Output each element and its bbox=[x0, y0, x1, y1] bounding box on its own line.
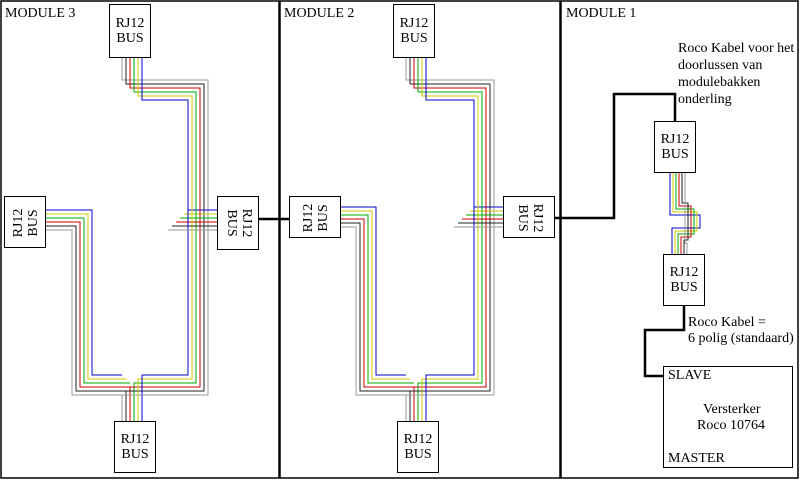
note-line: modulebakken bbox=[678, 75, 761, 90]
module-1-wire bbox=[678, 173, 692, 254]
note-line: Roco Kabel voor het bbox=[678, 41, 795, 56]
module-1-wire bbox=[672, 173, 698, 254]
module-2-wire-top bbox=[405, 58, 495, 421]
module-3-rj12-top: RJ12 BUS bbox=[109, 4, 151, 58]
module-2-wire-left bbox=[341, 214, 414, 384]
module-2-wire-top bbox=[421, 58, 479, 421]
amplifier-model: Roco 10764 bbox=[697, 418, 766, 433]
module-2-wire-left bbox=[341, 218, 418, 388]
bus-label: BUS bbox=[121, 447, 149, 462]
bus-label: BUS bbox=[116, 31, 144, 46]
module-2-wire-left bbox=[341, 210, 410, 380]
rj12-label: RJ12 bbox=[530, 203, 545, 233]
rj12-label: RJ12 bbox=[403, 432, 433, 447]
module-2-wire-top bbox=[417, 58, 483, 421]
module-2-wire-top bbox=[425, 58, 475, 421]
rj12-label: RJ12 bbox=[115, 16, 145, 31]
module-2-wire-left bbox=[341, 226, 426, 396]
module-2-rj12-right: RJ12 BUS bbox=[503, 196, 555, 238]
module-2-rj12-top: RJ12 BUS bbox=[393, 4, 435, 58]
module-2-wire-left bbox=[341, 206, 406, 376]
module-3-wire-top bbox=[141, 58, 189, 421]
module-3-wire-left bbox=[46, 217, 130, 384]
rj12-label: RJ12 bbox=[660, 132, 690, 147]
amplifier-slave-label: SLAVE bbox=[668, 368, 712, 383]
module-3-wire-top bbox=[121, 58, 209, 421]
amplifier-name: Versterker bbox=[703, 402, 761, 417]
module-3-rj12-bottom: RJ12 BUS bbox=[114, 421, 156, 473]
module-1-wire bbox=[669, 173, 701, 254]
module-3-wire-top bbox=[137, 58, 193, 421]
roco-cable-loop-note: Roco Kabel voor het doorlussen van modul… bbox=[678, 40, 794, 108]
module-3-wire-left bbox=[46, 229, 142, 396]
cable-to-amplifier bbox=[643, 306, 686, 378]
module-3-rj12-right: RJ12 BUS bbox=[217, 196, 259, 250]
bus-label: BUS bbox=[404, 447, 432, 462]
note-line: 6 polig (standaard) bbox=[688, 331, 794, 346]
roco-cable-6pin-note: Roco Kabel = 6 polig (standaard) bbox=[688, 315, 794, 347]
rj12-label: RJ12 bbox=[399, 16, 429, 31]
module-3-title: MODULE 3 bbox=[5, 6, 76, 21]
module-2-wire-top bbox=[409, 58, 491, 421]
module-3-wire-top bbox=[133, 58, 197, 421]
module-2-wire-left bbox=[341, 222, 422, 392]
module-2-rj12-left: RJ12 BUS bbox=[289, 196, 341, 238]
rj12-label: RJ12 bbox=[120, 432, 150, 447]
module-2-rj12-bottom: RJ12 BUS bbox=[397, 421, 439, 473]
bus-label: BUS bbox=[316, 204, 331, 232]
rj12-label: RJ12 bbox=[301, 203, 316, 233]
module-3-wire-left bbox=[46, 225, 138, 392]
module-1-frame bbox=[560, 0, 799, 479]
module-3-wire-left bbox=[46, 213, 126, 380]
module-3-wire-top bbox=[129, 58, 201, 421]
bus-label: BUS bbox=[670, 280, 698, 295]
module-2-title: MODULE 2 bbox=[284, 6, 355, 21]
note-line: Roco Kabel = bbox=[688, 315, 766, 330]
bus-label: BUS bbox=[400, 31, 428, 46]
module-2-frame bbox=[279, 0, 561, 479]
rj12-label: RJ12 bbox=[11, 208, 26, 238]
rj12-label: RJ12 bbox=[239, 208, 254, 238]
bus-label: BUS bbox=[224, 209, 239, 237]
module-3-wire-top bbox=[125, 58, 205, 421]
module-3-rj12-left: RJ12 BUS bbox=[4, 196, 46, 248]
module-1-wire bbox=[681, 173, 689, 254]
cable-module2-to-module1 bbox=[555, 92, 677, 220]
bus-label: BUS bbox=[661, 147, 689, 162]
module-1-title: MODULE 1 bbox=[566, 6, 637, 21]
module-1-rj12-bottom: RJ12 BUS bbox=[663, 254, 705, 306]
rj12-label: RJ12 bbox=[669, 265, 699, 280]
module-1-wire bbox=[675, 173, 695, 254]
module-2-wire-top bbox=[413, 58, 487, 421]
amplifier-master-label: MASTER bbox=[668, 451, 725, 466]
amplifier-box bbox=[663, 366, 793, 468]
bus-label: BUS bbox=[515, 204, 530, 232]
module-1-rj12-top: RJ12 BUS bbox=[654, 121, 696, 173]
module-3-wire-left bbox=[46, 209, 122, 376]
module-3-frame bbox=[0, 0, 280, 479]
note-line: doorlussen van bbox=[678, 58, 763, 73]
module-3-wire-left bbox=[46, 221, 134, 388]
note-line: onderling bbox=[678, 92, 732, 107]
module-1-wire bbox=[684, 173, 688, 254]
bus-label: BUS bbox=[26, 209, 41, 237]
